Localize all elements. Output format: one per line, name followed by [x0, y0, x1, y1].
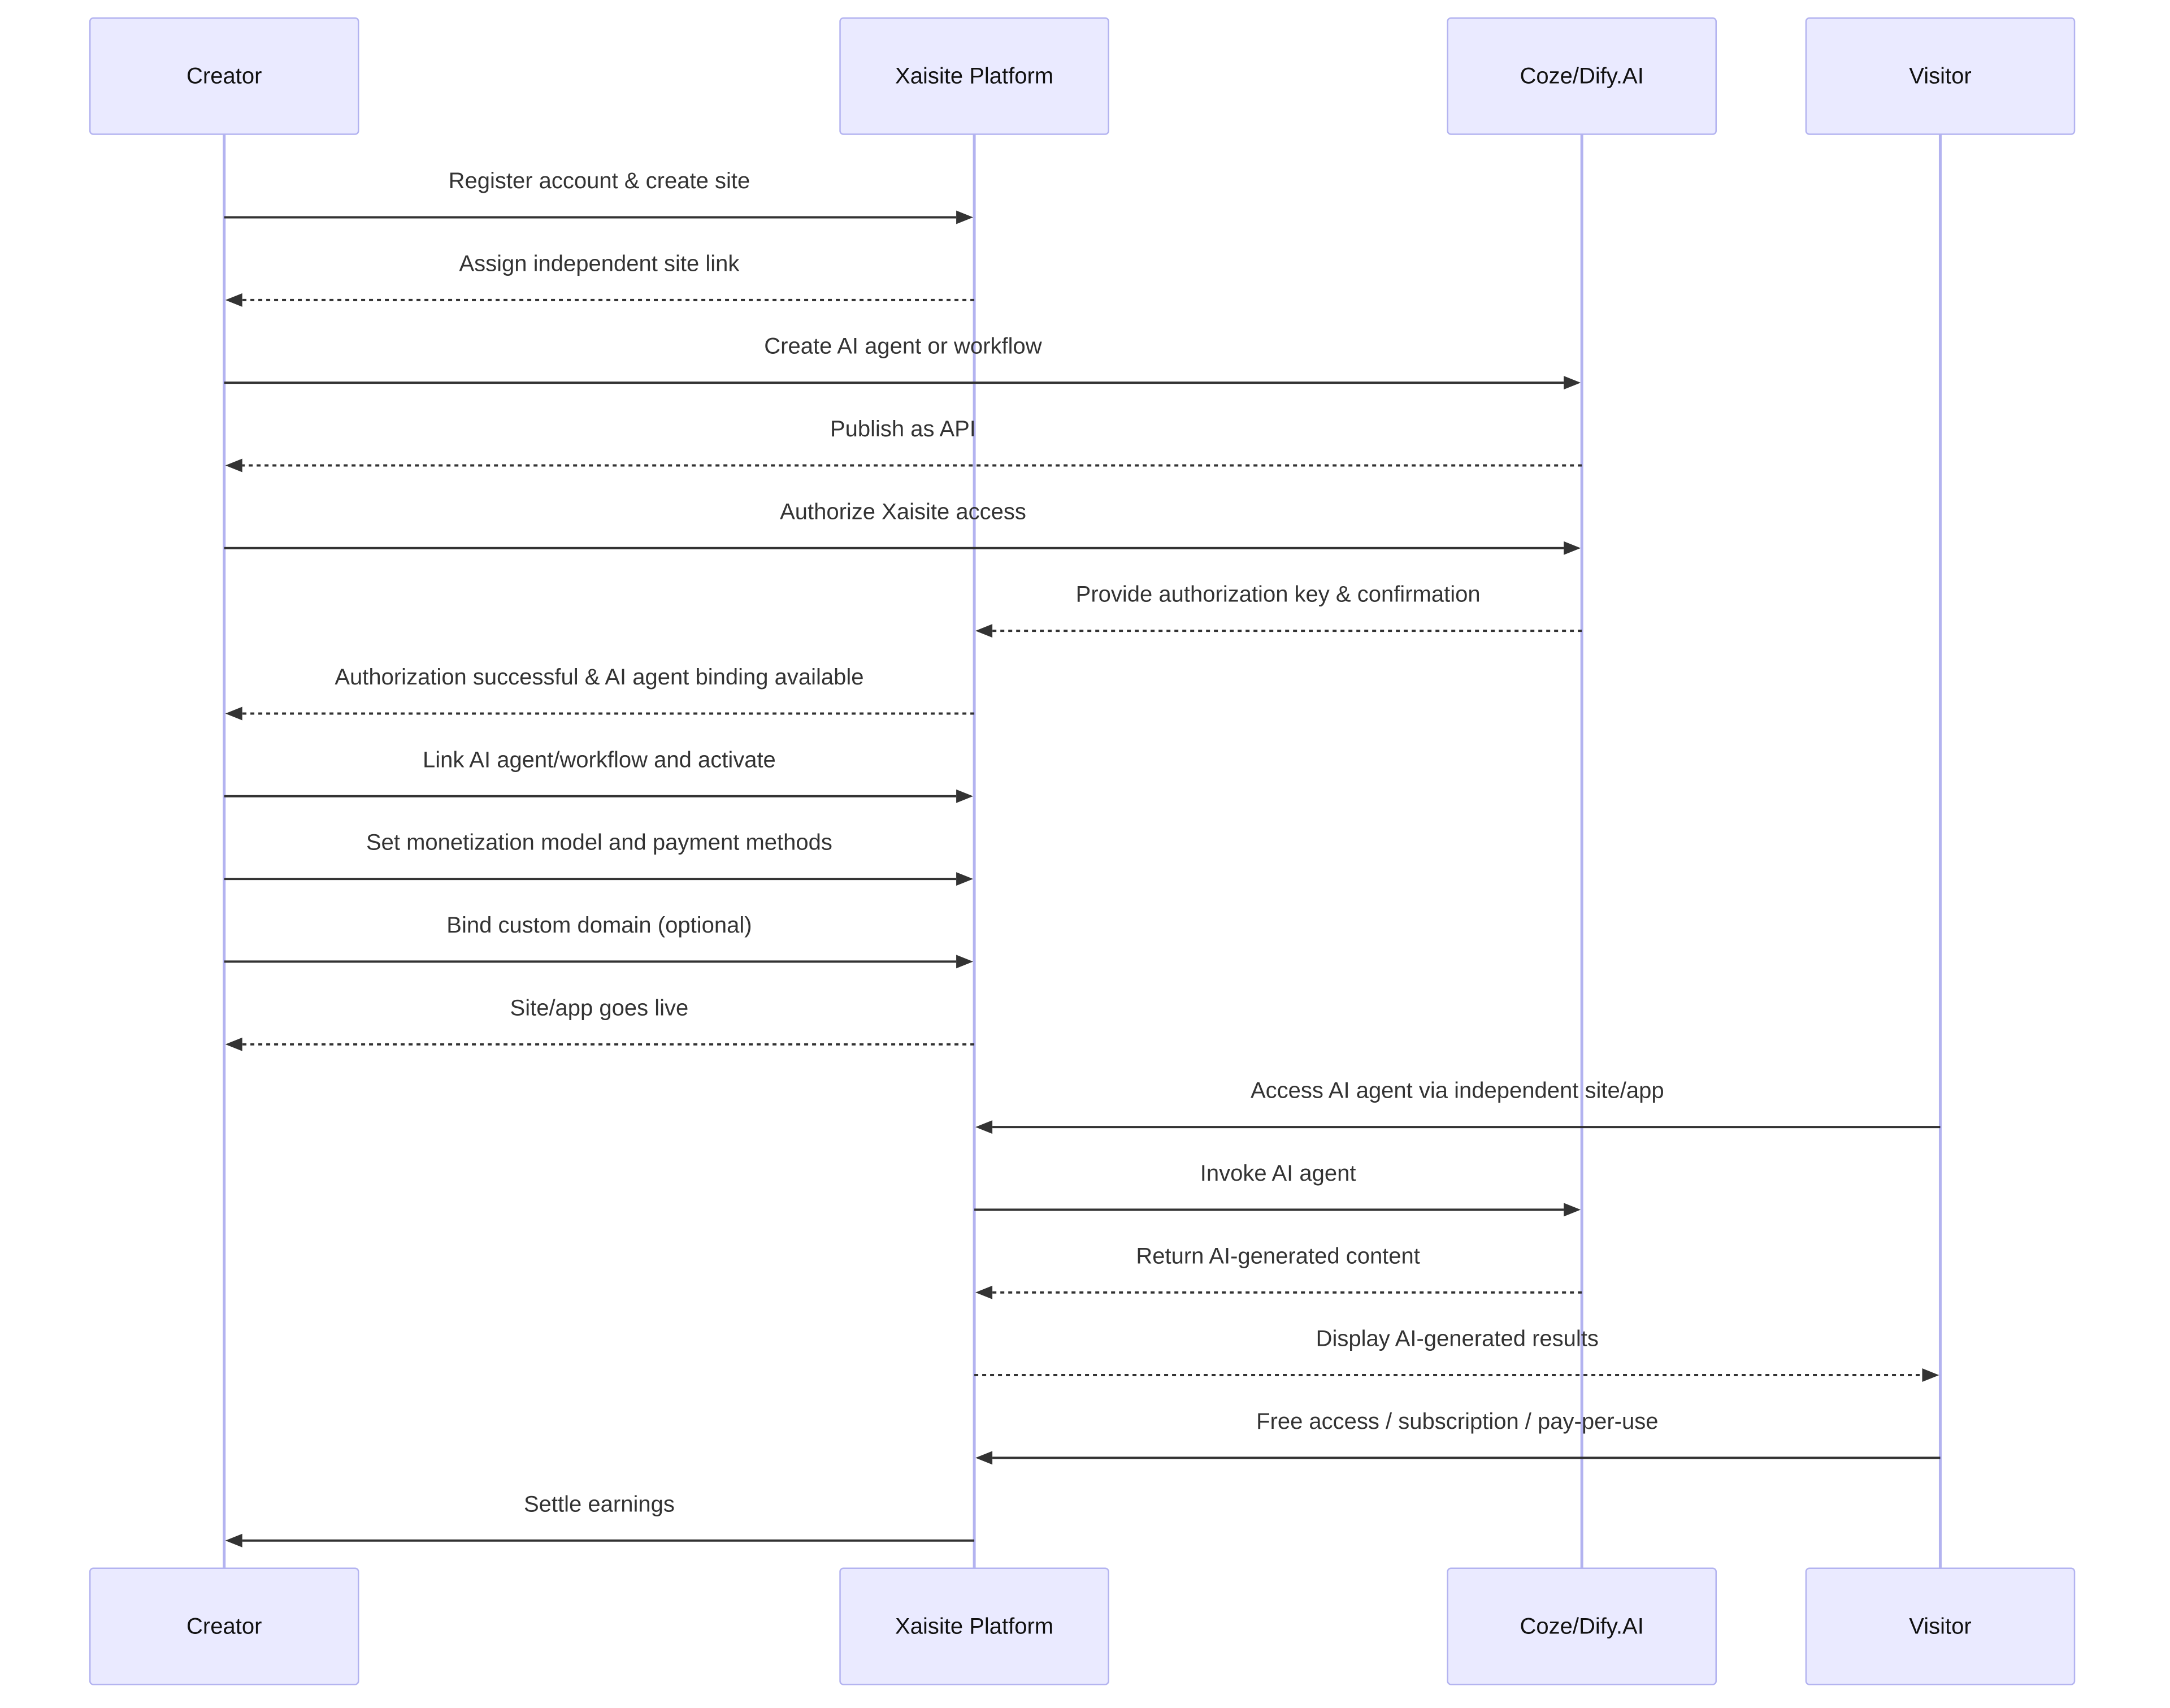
message-16: Free access / subscription / pay-per-use — [975, 1409, 1941, 1465]
message-label: Settle earnings — [524, 1492, 675, 1516]
arrowhead — [225, 1533, 242, 1547]
message-label: Provide authorization key & confirmation — [1076, 582, 1481, 607]
arrowhead — [956, 210, 974, 224]
message-7: Authorization successful & AI agent bind… — [225, 665, 975, 721]
actor-visitor-bottom: Visitor — [1805, 1567, 2076, 1685]
message-5: Authorize Xaisite access — [224, 499, 1581, 555]
actor-ai-top: Coze/Dify.AI — [1447, 17, 1717, 135]
message-1: Register account & create site — [224, 168, 974, 224]
message-3: Create AI agent or workflow — [224, 334, 1581, 390]
arrowhead — [975, 624, 993, 638]
message-label: Site/app goes live — [510, 995, 689, 1020]
message-12: Access AI agent via independent site/app — [975, 1078, 1941, 1134]
actors-top: Creator Xaisite Platform Coze/Dify.AI Visit… — [89, 17, 2076, 135]
actor-label: Coze/Dify.AI — [1520, 1614, 1644, 1639]
message-label: Authorize Xaisite access — [780, 499, 1026, 524]
actor-creator-bottom: Creator — [89, 1567, 359, 1685]
actor-visitor-top: Visitor — [1805, 17, 2076, 135]
message-label: Assign independent site link — [459, 251, 740, 276]
message-label: Invoke AI agent — [1200, 1161, 1356, 1186]
message-label: Publish as API — [830, 417, 976, 441]
actor-box — [89, 1567, 359, 1685]
message-14: Return AI-generated content — [975, 1243, 1582, 1299]
message-label: Register account & create site — [449, 168, 750, 193]
message-label: Display AI-generated results — [1316, 1326, 1599, 1351]
message-label: Set monetization model and payment metho… — [366, 830, 832, 855]
actor-box — [839, 17, 1109, 135]
message-label: Return AI-generated content — [1136, 1243, 1420, 1268]
message-9: Set monetization model and payment metho… — [224, 830, 974, 886]
arrowhead — [956, 955, 974, 969]
actor-xaisite-top: Xaisite Platform — [839, 17, 1109, 135]
actor-box — [1447, 1567, 1717, 1685]
message-15: Display AI-generated results — [974, 1326, 1939, 1382]
message-label: Create AI agent or workflow — [764, 334, 1041, 359]
actor-box — [1447, 17, 1717, 135]
actor-box — [1805, 1567, 2076, 1685]
arrowhead — [975, 1451, 993, 1465]
arrowhead — [225, 293, 242, 307]
message-13: Invoke AI agent — [974, 1161, 1581, 1217]
actor-creator-top: Creator — [89, 17, 359, 135]
message-2: Assign independent site link — [225, 251, 975, 307]
actor-label: Coze/Dify.AI — [1520, 64, 1644, 89]
actor-xaisite-bottom: Xaisite Platform — [839, 1567, 1109, 1685]
actor-box — [89, 17, 359, 135]
actor-label: Xaisite Platform — [895, 1614, 1053, 1639]
actor-ai-bottom: Coze/Dify.AI — [1447, 1567, 1717, 1685]
actor-label: Visitor — [1909, 64, 1971, 89]
arrowhead — [956, 872, 974, 886]
message-label: Authorization successful & AI agent bind… — [335, 665, 863, 690]
arrowhead — [1564, 376, 1581, 390]
actor-box — [1805, 17, 2076, 135]
actor-label: Visitor — [1909, 1614, 1971, 1639]
message-17: Settle earnings — [225, 1492, 975, 1547]
message-8: Link AI agent/workflow and activate — [224, 747, 974, 803]
arrowhead — [1564, 1203, 1581, 1217]
message-label: Bind custom domain (optional) — [446, 913, 752, 938]
message-label: Free access / subscription / pay-per-use — [1256, 1409, 1658, 1434]
message-label: Access AI agent via independent site/app — [1251, 1078, 1664, 1103]
arrowhead — [225, 706, 242, 721]
message-10: Bind custom domain (optional) — [224, 913, 974, 969]
arrowhead — [1564, 541, 1581, 555]
arrowhead — [1922, 1368, 1939, 1382]
message-label: Link AI agent/workflow and activate — [423, 747, 776, 772]
arrowhead — [225, 458, 242, 472]
arrowhead — [956, 789, 974, 803]
lifelines — [223, 134, 1942, 1568]
arrowhead — [975, 1285, 993, 1299]
arrowhead — [225, 1037, 242, 1051]
actor-label: Creator — [186, 1614, 262, 1639]
message-11: Site/app goes live — [225, 995, 975, 1051]
actor-box — [839, 1567, 1109, 1685]
actor-label: Creator — [186, 64, 262, 89]
message-4: Publish as API — [225, 417, 1582, 472]
arrowhead — [975, 1120, 993, 1134]
message-6: Provide authorization key & confirmation — [975, 582, 1582, 638]
actor-label: Xaisite Platform — [895, 64, 1053, 89]
actors-bottom: Creator Xaisite Platform Coze/Dify.AI Visit… — [89, 1567, 2076, 1685]
